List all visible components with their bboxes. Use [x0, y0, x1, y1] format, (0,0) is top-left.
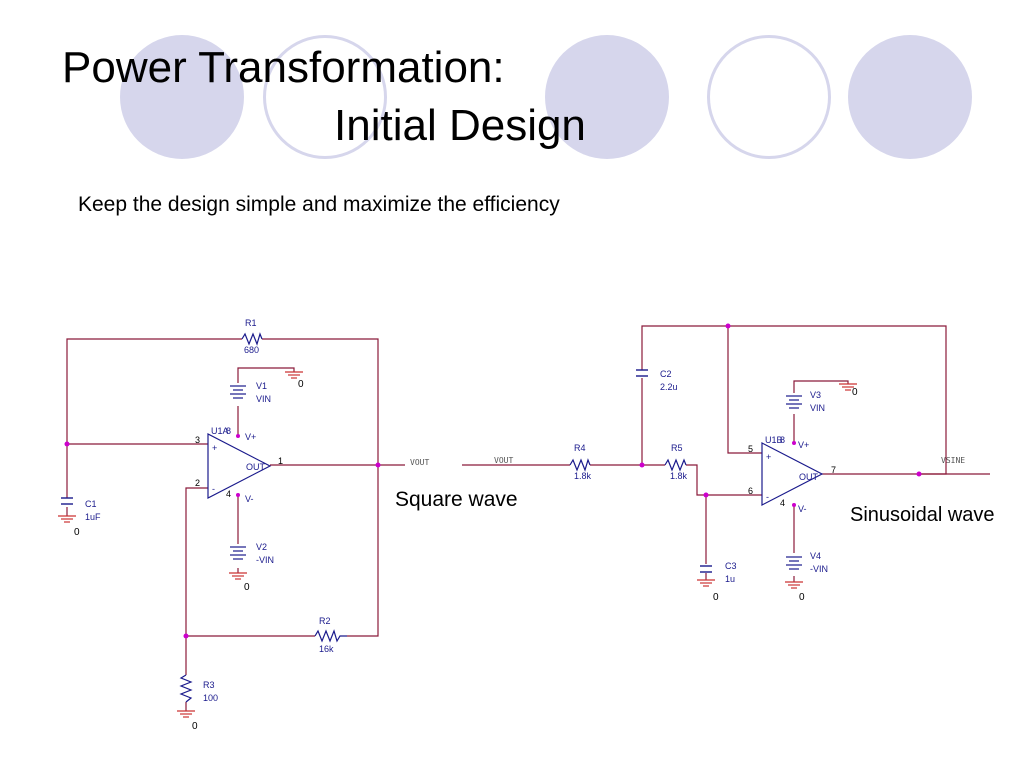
ground-c3	[696, 579, 716, 587]
u1b-ref: U1B	[765, 435, 783, 445]
wire-r1-left	[66, 338, 242, 444]
r5-ref: R5	[671, 443, 683, 453]
u1b-vplus: V+	[798, 440, 809, 450]
u1a-pin-out: 1	[278, 456, 283, 466]
wire-in-minus	[185, 487, 315, 637]
ground-v2-label: 0	[244, 582, 250, 593]
net-vsine: VSINE	[941, 456, 965, 465]
slide-subtitle: Keep the design simple and maximize the …	[78, 193, 560, 216]
decor-circle-1	[120, 35, 244, 159]
v2-value: -VIN	[256, 555, 274, 565]
ground-v1-label: 0	[298, 379, 304, 390]
capacitor-c1	[61, 497, 73, 505]
r1-value: 680	[244, 345, 259, 355]
r2-ref: R2	[319, 616, 331, 626]
caption-sinusoidal-wave: Sinusoidal wave	[850, 504, 995, 526]
u1a-out-label: OUT	[246, 462, 266, 472]
junctions-right	[639, 323, 922, 507]
caption-square-wave: Square wave	[395, 488, 518, 511]
c3-value: 1u	[725, 574, 735, 584]
u1b-pin-minus: 6	[748, 486, 753, 496]
slide-title-line2: Initial Design	[334, 101, 586, 150]
decor-circle-3	[545, 35, 669, 159]
decor-circle-4	[707, 35, 831, 159]
battery-v2	[229, 546, 247, 560]
ground-v4	[784, 581, 804, 589]
c1-ref: C1	[85, 499, 97, 509]
u1b-minus-sign: -	[766, 492, 769, 502]
capacitor-c2	[636, 369, 648, 377]
capacitor-c3	[700, 565, 712, 573]
r4-value: 1.8k	[574, 471, 592, 481]
u1a-vminus: V-	[245, 494, 254, 504]
c2-ref: C2	[660, 369, 672, 379]
u1b-pin-vm: 4	[780, 498, 785, 508]
resistor-r2	[314, 629, 347, 643]
u1b-pin-out: 7	[831, 465, 836, 475]
v4-value: -VIN	[810, 564, 828, 574]
net-vout-right: VOUT	[494, 456, 513, 465]
v3-value: VIN	[810, 403, 825, 413]
u1b-pin-plus: 5	[748, 444, 753, 454]
u1a-plus-sign: +	[212, 443, 217, 453]
c3-ref: C3	[725, 561, 737, 571]
v3-ref: V3	[810, 390, 821, 400]
battery-v1	[229, 385, 247, 399]
v1-value: VIN	[256, 394, 271, 404]
u1a-pin-minus: 2	[195, 478, 200, 488]
v4-ref: V4	[810, 551, 821, 561]
u1a-pin-plus: 3	[195, 435, 200, 445]
resistor-r1	[241, 332, 263, 346]
ground-r3	[176, 710, 196, 718]
ground-v1	[284, 371, 304, 379]
battery-v3	[785, 395, 803, 409]
wire-r1-right	[262, 338, 379, 637]
u1a-vplus: V+	[245, 432, 256, 442]
r4-ref: R4	[574, 443, 586, 453]
junctions-left	[64, 434, 381, 639]
v1-ref: V1	[256, 381, 267, 391]
ground-v4-label: 0	[799, 592, 805, 603]
square-wave-circuit	[66, 338, 405, 711]
u1a-ref: U1A	[211, 426, 229, 436]
u1a-pin-vp: 8	[226, 426, 231, 436]
ground-r3-label: 0	[192, 721, 198, 732]
ground-c1-label: 0	[74, 527, 80, 538]
c1-value: 1uF	[85, 512, 101, 522]
r3-value: 100	[203, 693, 218, 703]
r1-ref: R1	[245, 318, 257, 328]
u1b-out-label: OUT	[799, 472, 819, 482]
u1a-pin-vm: 4	[226, 489, 231, 499]
net-vout-left: VOUT	[410, 458, 429, 467]
v2-ref: V2	[256, 542, 267, 552]
opamp-u1b	[761, 442, 824, 506]
r5-value: 1.8k	[670, 471, 688, 481]
battery-v4	[785, 556, 803, 570]
ground-c3-label: 0	[713, 592, 719, 603]
resistor-r3	[179, 674, 193, 703]
decor-circle-2	[263, 35, 387, 159]
slide-title-line1: Power Transformation:	[62, 43, 505, 92]
ground-v2	[228, 572, 248, 580]
opamp-u1a	[207, 433, 272, 499]
u1b-vminus: V-	[798, 504, 807, 514]
u1b-pin-vp: 8	[780, 435, 785, 445]
ground-c1	[57, 515, 77, 523]
resistor-r5	[664, 458, 687, 472]
c2-value: 2.2u	[660, 382, 678, 392]
resistor-r4	[569, 458, 591, 472]
r2-value: 16k	[319, 644, 334, 654]
sine-wave-circuit	[462, 325, 990, 582]
u1b-plus-sign: +	[766, 452, 771, 462]
r3-ref: R3	[203, 680, 215, 690]
decor-circle-5	[848, 35, 972, 159]
u1a-minus-sign: -	[212, 484, 215, 494]
ground-v3-label: 0	[852, 387, 858, 398]
